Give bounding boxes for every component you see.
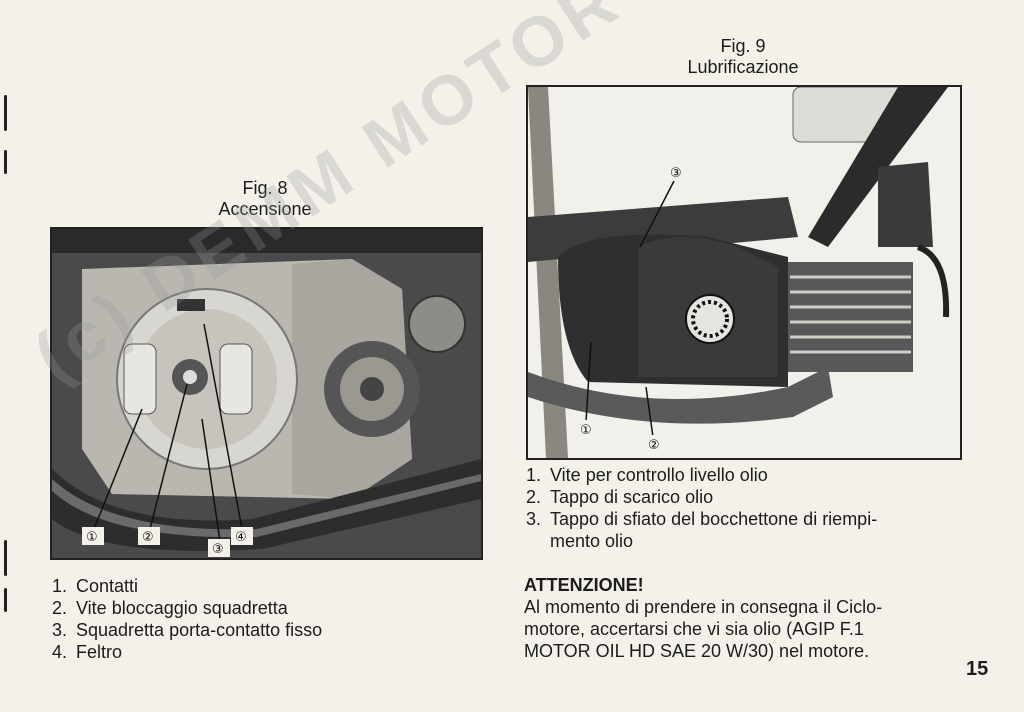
fig9-caption: Fig. 9 Lubrificazione [655, 36, 831, 78]
fig8-number: Fig. 8 [242, 178, 288, 198]
list-item: mento olio [550, 531, 634, 551]
list-item: 2.Tappo di scarico olio [526, 487, 714, 507]
list-item: 2.Vite bloccaggio squadretta [52, 598, 288, 618]
attention-heading: ATTENZIONE! [524, 575, 644, 595]
fig8-legend-list: 1.Contatti 2.Vite bloccaggio squadretta … [52, 575, 472, 663]
fig8-caption: Fig. 8 Accensione [180, 178, 350, 220]
fig8-title: Accensione [218, 199, 312, 219]
fig8-photo: ① ② ③ ④ [50, 227, 483, 560]
list-item: 3.Tappo di sfiato del bocchettone di rie… [526, 509, 878, 529]
fig9-title: Lubrificazione [687, 57, 799, 77]
lubrication-illustration: ① ② ③ [528, 87, 960, 458]
binding-mark [4, 95, 7, 131]
fig9-callout-2: ② [648, 438, 660, 453]
binding-mark [4, 588, 7, 612]
attention-paragraph: Al momento di prendere in consegna il Ci… [524, 597, 883, 661]
fig8-callout-3: ③ [212, 542, 224, 557]
fig9-legend-list: 1.Vite per controllo livello olio 2.Tapp… [526, 464, 966, 552]
fig9-callout-1: ① [580, 423, 592, 438]
list-item: 1.Contatti [52, 576, 139, 596]
fig9-callout-3: ③ [670, 166, 682, 181]
fig8-callout-4: ④ [235, 530, 247, 545]
list-item: 4.Feltro [52, 642, 123, 662]
fig8-callout-2: ② [142, 530, 154, 545]
fig9-photo: ① ② ③ [526, 85, 962, 460]
list-item: 1.Vite per controllo livello olio [526, 465, 768, 485]
fig9-number: Fig. 9 [720, 36, 766, 56]
fig8-callout-1: ① [86, 530, 98, 545]
list-item: 3.Squadretta porta-contatto fisso [52, 620, 323, 640]
binding-mark [4, 540, 7, 576]
page-number: 15 [966, 658, 989, 680]
binding-mark [4, 150, 7, 174]
ignition-illustration: ① ② ③ ④ [52, 229, 481, 558]
